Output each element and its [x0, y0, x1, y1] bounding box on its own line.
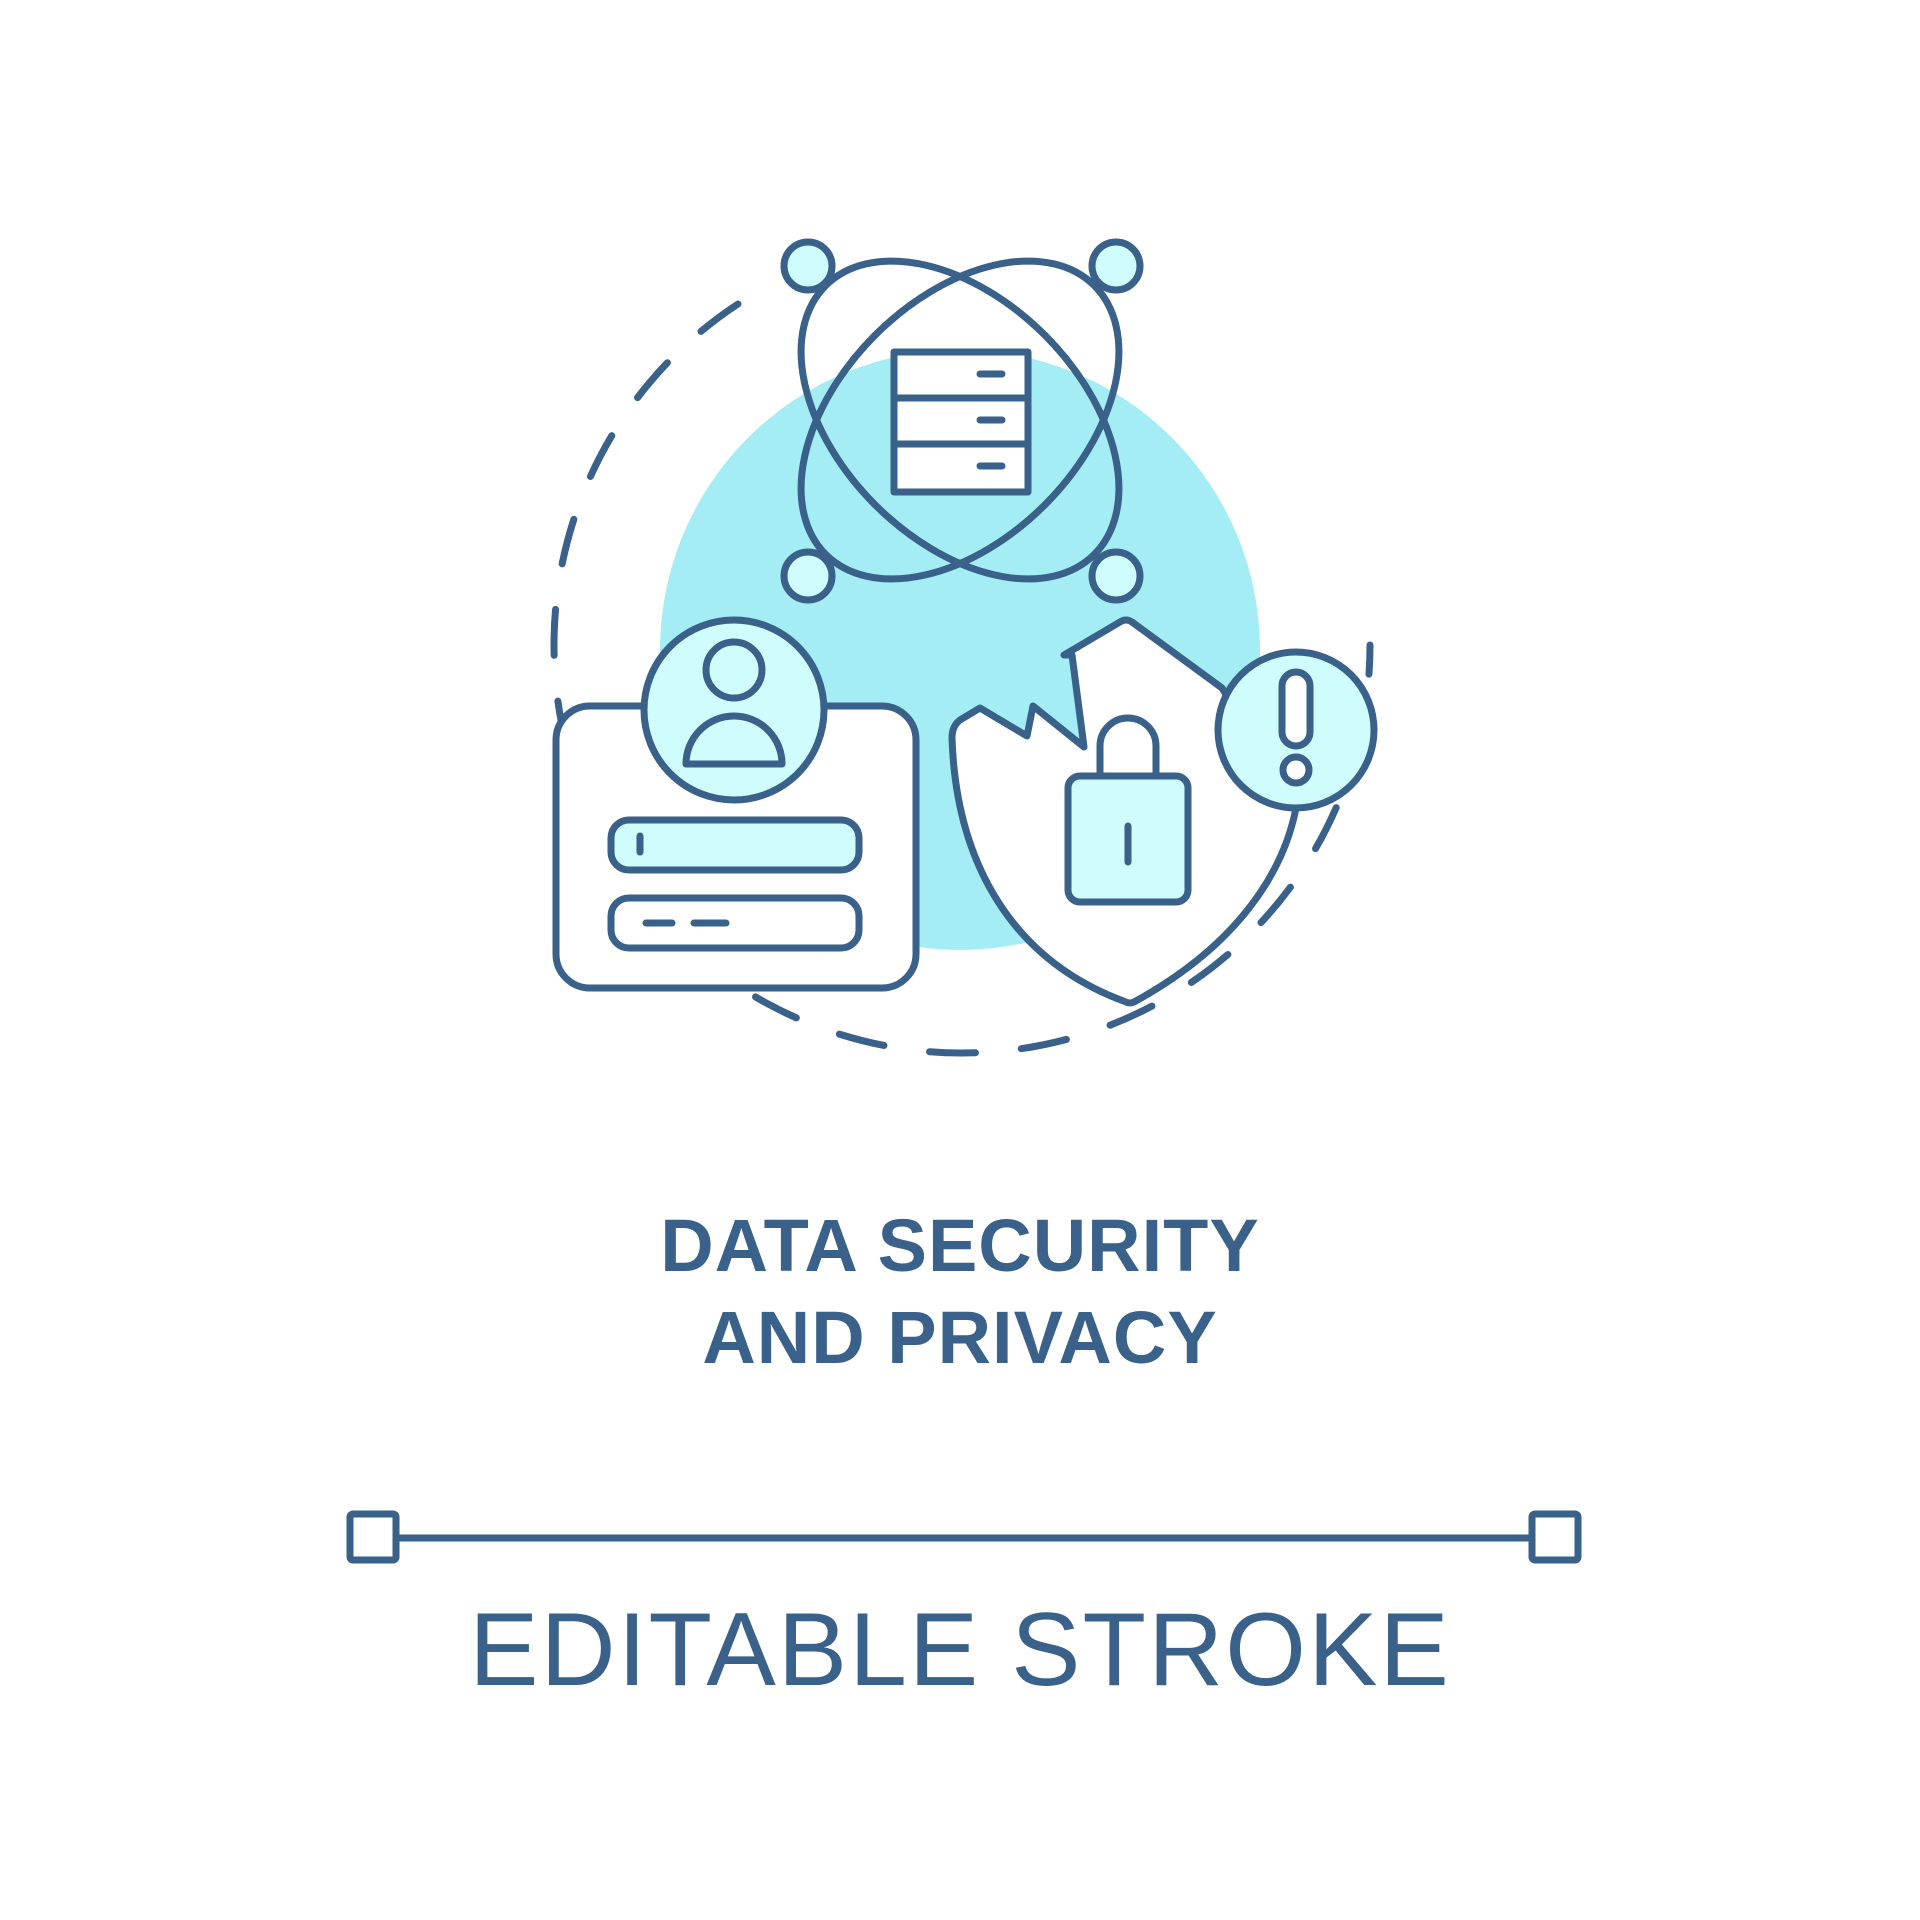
warning-exclamation-icon — [1214, 648, 1378, 812]
user-profile-card-icon — [552, 616, 920, 992]
title-line-1: DATA SECURITY — [660, 1204, 1260, 1287]
title-line-2: AND PRIVACY — [702, 1296, 1218, 1379]
dashed-ring — [550, 300, 1374, 1057]
database-server-icon — [890, 348, 1032, 496]
editable-stroke-ruler-icon — [346, 1510, 1582, 1564]
editable-stroke-label: EDITABLE STROKE — [469, 1592, 1451, 1708]
padlock-icon — [1064, 714, 1192, 906]
orbit-network-icon — [780, 238, 1144, 604]
